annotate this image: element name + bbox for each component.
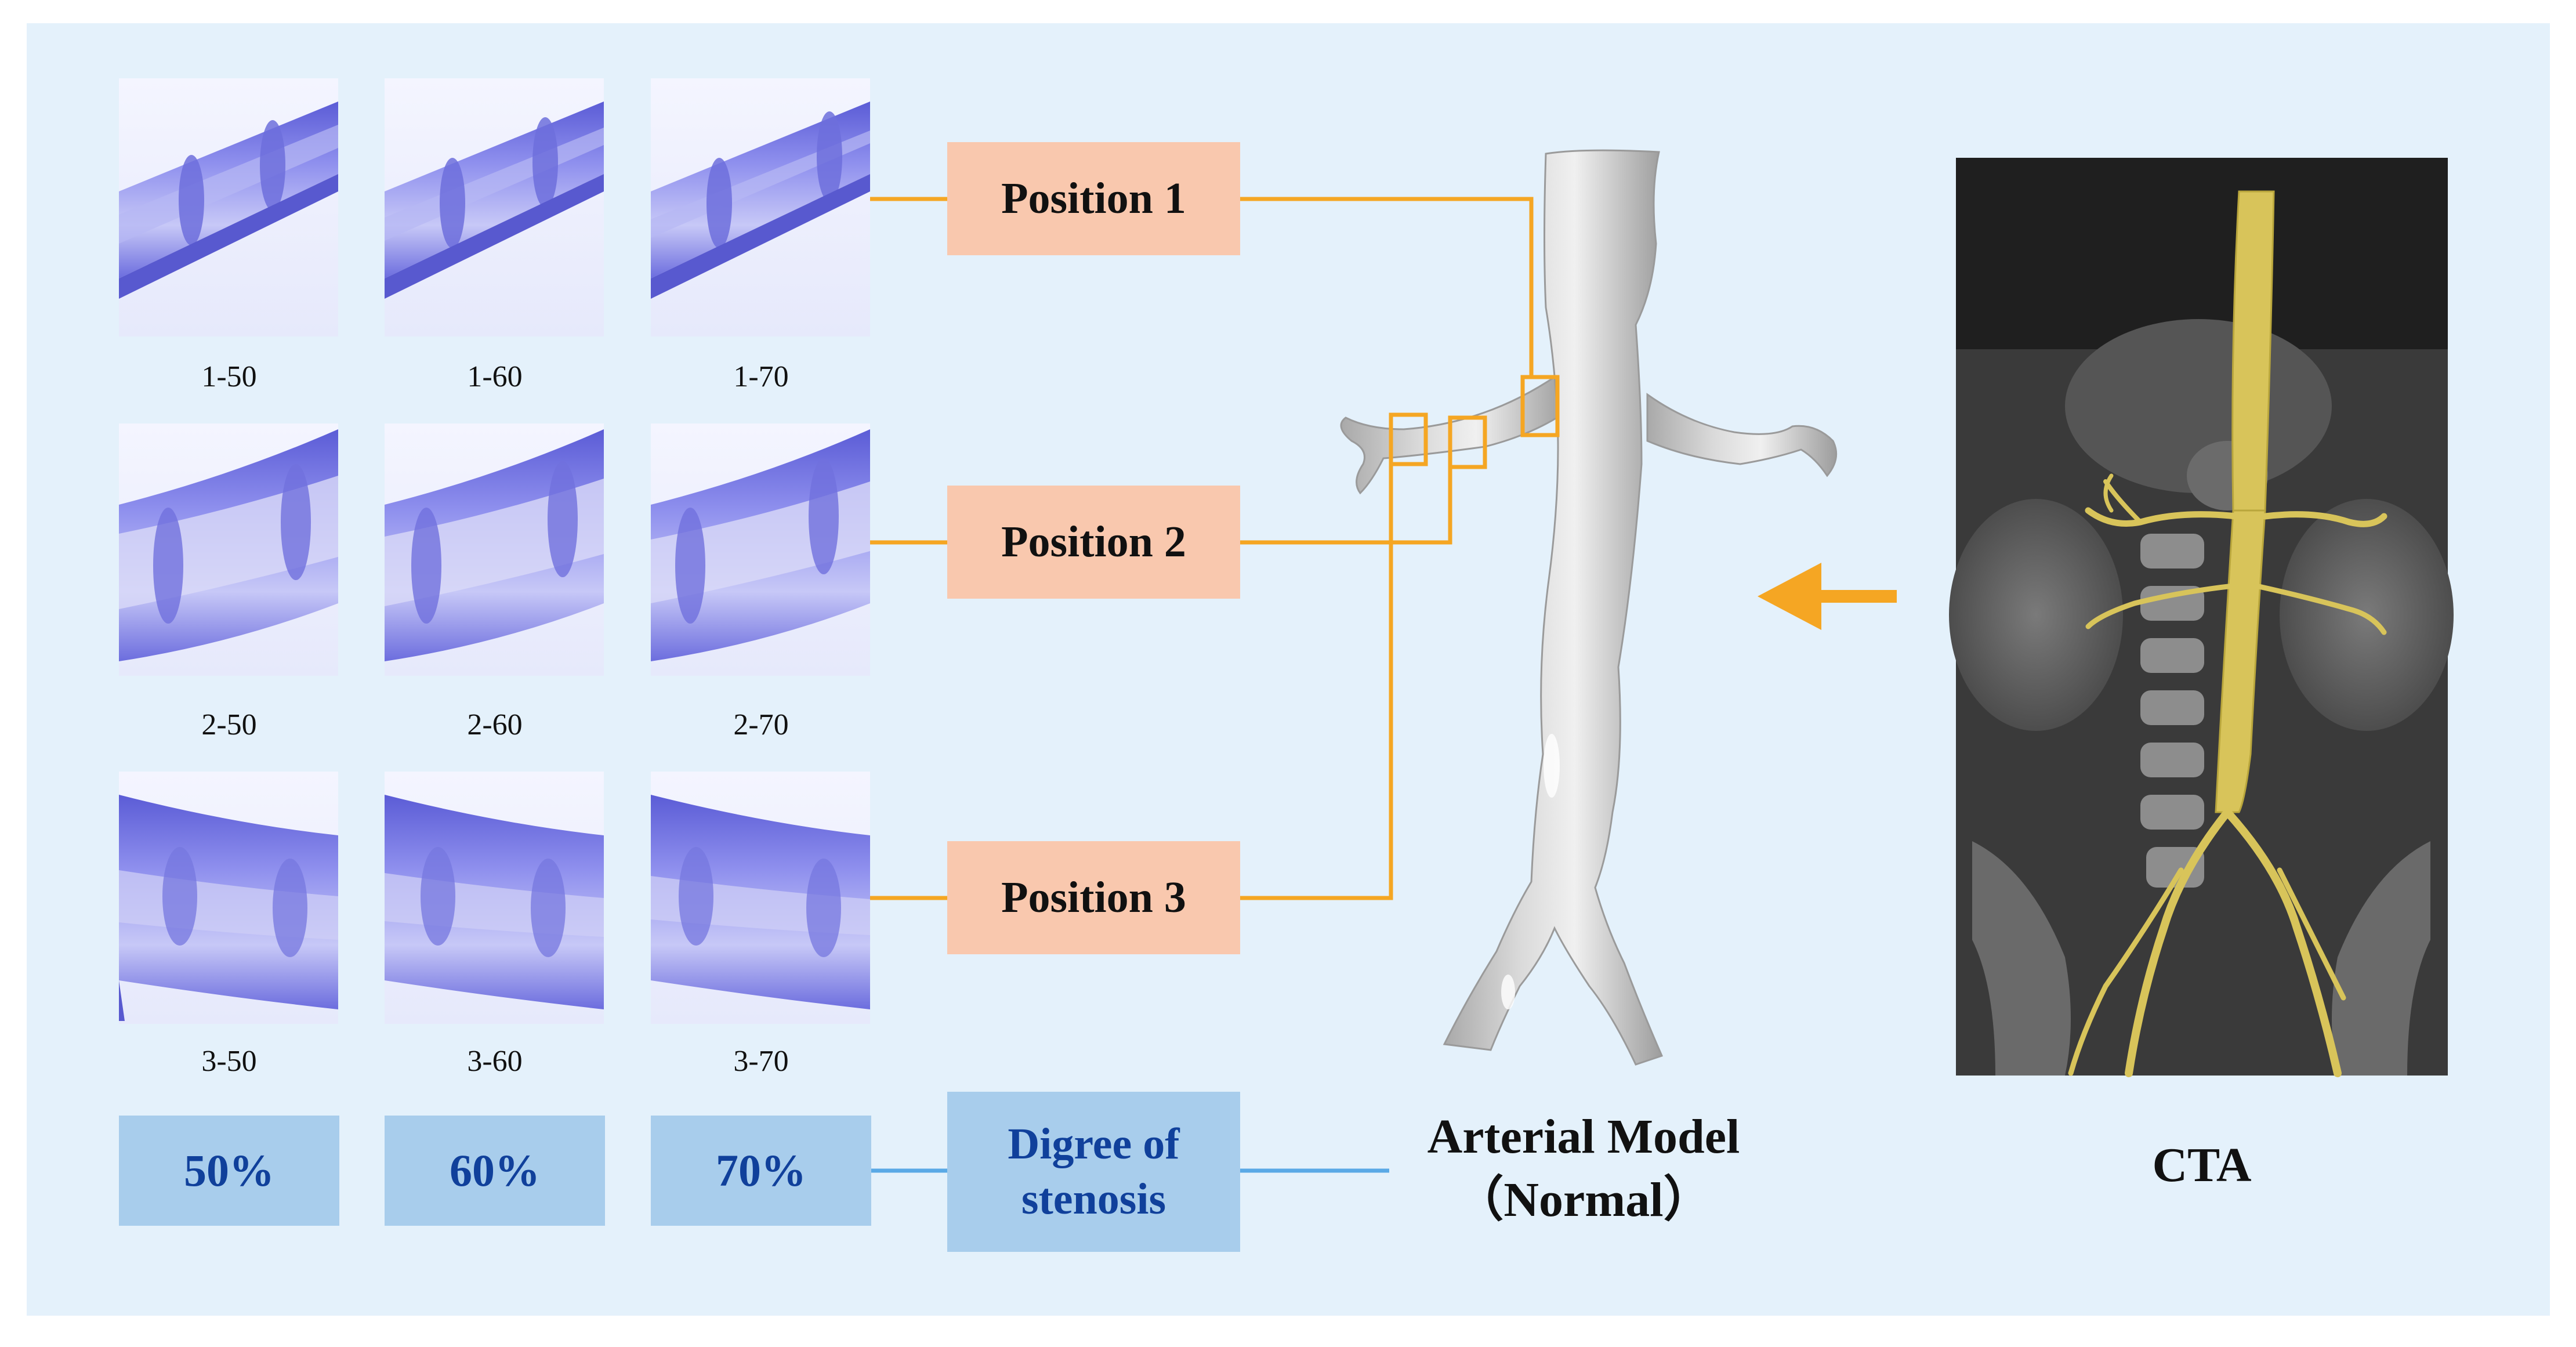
degree-60-box: 60%: [385, 1116, 605, 1226]
degree-70-box: 70%: [651, 1116, 871, 1226]
thumbnail-3-70: [651, 772, 870, 1024]
thumbnail-label: 1-70: [733, 360, 789, 393]
position-3-box: Position 3: [947, 841, 1240, 954]
cta-caption: CTA: [2152, 1138, 2252, 1192]
thumbnail-2-50: [119, 423, 338, 676]
connectors-orange: [870, 197, 1534, 900]
position-1-box: Position 1: [947, 142, 1240, 255]
thumbnail-3-50: [119, 772, 338, 1024]
thumbnail-1-50: [119, 78, 338, 336]
thumbnail-label: 3-60: [467, 1045, 523, 1078]
arterial-model-caption: Arterial Model （Normal）: [1381, 1105, 1787, 1232]
arrow-left-icon: [1758, 563, 1897, 630]
arterial-model-title: Arterial Model: [1427, 1110, 1740, 1164]
degree-50-box: 50%: [119, 1116, 339, 1226]
thumbnail-1-60: [385, 78, 604, 336]
thumbnail-label: 2-60: [467, 708, 523, 741]
thumbnail-label: 3-70: [733, 1045, 789, 1078]
stenosis-line-2: stenosis: [1021, 1175, 1166, 1223]
thumbnail-label: 2-50: [201, 708, 257, 741]
stenosis-degree-box: Digree of stenosis: [947, 1092, 1240, 1252]
thumbnail-label: 1-60: [467, 360, 523, 393]
thumbnail-3-60: [385, 772, 604, 1024]
thumbnail-label: 2-70: [733, 708, 789, 741]
thumbnail-1-70: [651, 78, 870, 336]
arterial-model-subtitle: （Normal）: [1455, 1173, 1712, 1227]
thumbnail-label: 3-50: [201, 1045, 257, 1078]
cta-image: [1949, 158, 2454, 1077]
thumbnail-label: 1-50: [201, 360, 257, 393]
thumbnail-2-60: [385, 423, 604, 676]
position-markers: [1389, 375, 1560, 469]
stenosis-line-1: Digree of: [1008, 1120, 1180, 1168]
thumbnail-2-70: [651, 423, 870, 676]
position-2-box: Position 2: [947, 486, 1240, 599]
arterial-model: [1340, 149, 1838, 1066]
